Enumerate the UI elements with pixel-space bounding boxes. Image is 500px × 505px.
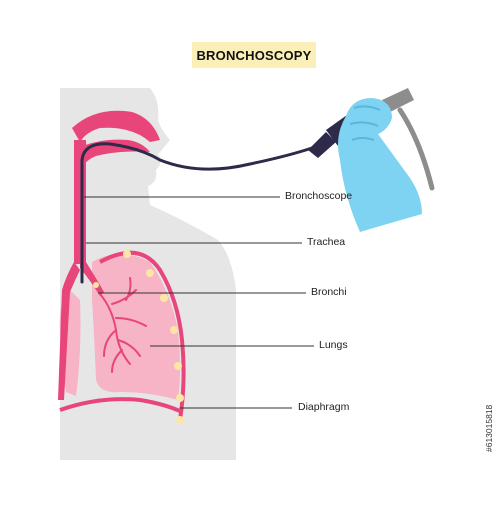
diaphragm-shape [59, 397, 183, 414]
label-bronchi: Bronchi [311, 286, 347, 298]
label-bronchoscope: Bronchoscope [285, 190, 353, 202]
pleura-outline [99, 250, 186, 421]
bronchi-shape [58, 262, 80, 400]
bronchus-right [80, 262, 104, 296]
trachea-shape [74, 140, 86, 264]
gloved-hand [338, 98, 422, 232]
oral-cavity [78, 139, 150, 168]
label-lungs: Lungs [319, 339, 348, 351]
diagram-title: BRONCHOSCOPY [192, 42, 316, 68]
bronchial-tree [99, 277, 147, 373]
stock-id: #613015818 [484, 404, 494, 452]
leader-lines [84, 196, 314, 409]
bronchoscope-tube [80, 142, 314, 284]
label-trachea: Trachea [307, 236, 346, 248]
label-diaphragm: Diaphragm [298, 401, 350, 413]
stock-id-container: #613015818 [484, 392, 496, 452]
pleura-dots [93, 250, 184, 424]
nasal-cavity [72, 110, 160, 142]
